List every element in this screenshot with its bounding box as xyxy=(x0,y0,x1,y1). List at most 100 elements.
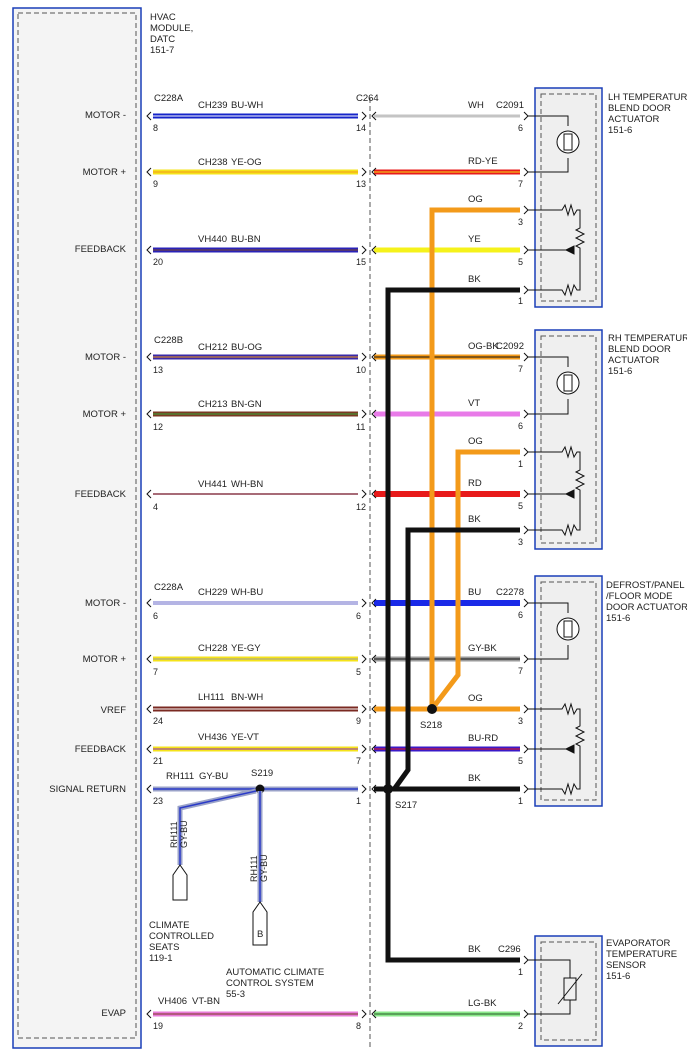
rcolor-14: BU-RD xyxy=(468,733,498,744)
color-8: YE-GY xyxy=(231,643,261,654)
splice-s217 xyxy=(383,784,393,794)
right-wires xyxy=(374,114,520,1017)
left-pin-7: 6 xyxy=(153,611,158,621)
branch-b-color: GY-BU xyxy=(259,854,269,882)
rpin-13: 3 xyxy=(518,716,523,726)
branch-a-circuit: RH111 xyxy=(169,821,179,848)
defrost-actuator-inner xyxy=(540,581,597,801)
rpin-11: 6 xyxy=(518,610,523,620)
bk-rh-branch xyxy=(392,527,520,790)
lh-actuator-inner xyxy=(540,93,597,302)
seats-line-4: 119-1 xyxy=(149,953,173,964)
hvac-module-inner xyxy=(17,12,137,1039)
mid-pin-7: 6 xyxy=(356,611,361,621)
label-feedback-3: FEEDBACK xyxy=(75,744,127,755)
conn-c2278: C2278 xyxy=(496,587,524,598)
b-connector-shape xyxy=(252,901,268,946)
color-6: WH-BN xyxy=(231,479,263,490)
conn-c2091: C2091 xyxy=(496,100,524,111)
right-pins: 6 7 3 5 1 7 6 1 5 3 6 7 3 5 1 1 2 xyxy=(518,123,523,1031)
label-motor-minus-1: MOTOR - xyxy=(85,110,126,121)
color-4: BU-OG xyxy=(231,342,262,353)
mid-pin-6: 12 xyxy=(356,502,366,512)
rcolor-16: BK xyxy=(468,944,481,955)
mid-pin-9: 9 xyxy=(356,716,361,726)
evap-sensor-inner xyxy=(540,941,597,1041)
circuit-7: CH229 xyxy=(198,587,228,598)
rpin-5: 1 xyxy=(518,296,523,306)
circuit-3: VH440 xyxy=(198,234,227,245)
evap-label-line-2: TEMPERATURE xyxy=(606,949,677,960)
conn-c228b: C228B xyxy=(154,335,183,346)
left-pin-5: 12 xyxy=(153,422,163,432)
rpin-15: 1 xyxy=(518,796,523,806)
label-motor-plus-3: MOTOR + xyxy=(83,654,127,665)
circuit-11: RH111 xyxy=(166,771,194,782)
left-pin-11: 23 xyxy=(153,796,163,806)
conn-c2092: C2092 xyxy=(496,341,524,352)
color-5: BN-GN xyxy=(231,399,262,410)
color-12: VT-BN xyxy=(192,996,220,1007)
left-pin-12: 19 xyxy=(153,1021,163,1031)
rh-label-line-1: RH TEMPERATURE xyxy=(608,333,687,344)
label-motor-plus-2: MOTOR + xyxy=(83,409,127,420)
s217-label: S217 xyxy=(395,800,417,811)
og-lh-branch xyxy=(429,207,520,709)
label-vref: VREF xyxy=(101,705,127,716)
hvac-module-box xyxy=(12,7,142,1049)
left-pin-1: 8 xyxy=(153,123,158,133)
rh-label-line-4: 151-6 xyxy=(608,366,632,377)
label-motor-minus-2: MOTOR - xyxy=(85,352,126,363)
rcolor-7: VT xyxy=(468,398,480,409)
rcolor-13: OG xyxy=(468,693,483,704)
left-pin-arrows xyxy=(146,111,152,1019)
circuit-8: CH228 xyxy=(198,643,228,654)
rpin-8: 1 xyxy=(518,459,523,469)
acc-line-2: CONTROL SYSTEM xyxy=(226,978,314,989)
seats-connector-shape xyxy=(172,864,188,901)
rh111-branches xyxy=(177,788,263,902)
defrost-label-line-4: 151-6 xyxy=(606,613,630,624)
acc-label: AUTOMATIC CLIMATE CONTROL SYSTEM 55-3 xyxy=(226,967,324,1000)
branch-to-seats xyxy=(177,788,257,865)
lh-potentiometer-icon xyxy=(528,203,586,297)
mid-pin-5: 11 xyxy=(356,422,365,432)
mid-pin-12: 8 xyxy=(356,1021,361,1031)
circuit-1: CH239 xyxy=(198,100,228,111)
rcolor-3: OG xyxy=(468,194,483,205)
circuit-2: CH238 xyxy=(198,157,228,168)
lh-label-line-1: LH TEMPERATURE xyxy=(608,92,687,103)
rpin-2: 7 xyxy=(518,179,523,189)
right-color-labels: WH RD-YE OG YE BK OG-BK VT OG RD BK BU G… xyxy=(468,100,499,1009)
rcolor-15: BK xyxy=(468,773,481,784)
acc-line-1: AUTOMATIC CLIMATE xyxy=(226,967,324,978)
label-evap: EVAP xyxy=(101,1008,126,1019)
rh-label-line-2: BLEND DOOR xyxy=(608,344,671,355)
defrost-potentiometer-icon xyxy=(528,702,586,796)
left-pin-3: 20 xyxy=(153,257,163,267)
left-pin-4: 13 xyxy=(153,365,163,375)
rcolor-10: BK xyxy=(468,514,481,525)
mid-pin-3: 15 xyxy=(356,257,366,267)
lh-label-line-2: BLEND DOOR xyxy=(608,103,671,114)
mid-pins: 14 13 15 10 11 12 6 5 9 7 1 8 xyxy=(356,123,366,1031)
rh-actuator-label: RH TEMPERATURE BLEND DOOR ACTUATOR 151-6 xyxy=(608,333,687,377)
hvac-title-line-4: 151-7 xyxy=(150,45,174,56)
s218-label: S218 xyxy=(420,720,442,731)
rcolor-2: RD-YE xyxy=(468,156,498,167)
evap-label-line-4: 151-6 xyxy=(606,971,630,982)
defrost-label-line-2: /FLOOR MODE xyxy=(606,591,673,602)
mid-pin-11: 1 xyxy=(356,796,361,806)
conn-c228a-mid: C228A xyxy=(154,582,184,593)
circuit-labels: CH239 BU-WH CH238 YE-OG VH440 BU-BN CH21… xyxy=(158,100,263,1007)
circuit-12: VH406 xyxy=(158,996,187,1007)
rpin-16: 1 xyxy=(518,967,523,977)
label-signal-return: SIGNAL RETURN xyxy=(49,784,126,795)
rcolor-6: OG-BK xyxy=(468,341,499,352)
hvac-module-title: HVAC MODULE, DATC 151-7 xyxy=(150,12,193,56)
evap-sensor-label: EVAPORATOR TEMPERATURE SENSOR 151-6 xyxy=(606,938,677,982)
rcolor-8: OG xyxy=(468,436,483,447)
left-pin-8: 7 xyxy=(153,667,158,677)
rh-actuator-box xyxy=(534,329,603,550)
